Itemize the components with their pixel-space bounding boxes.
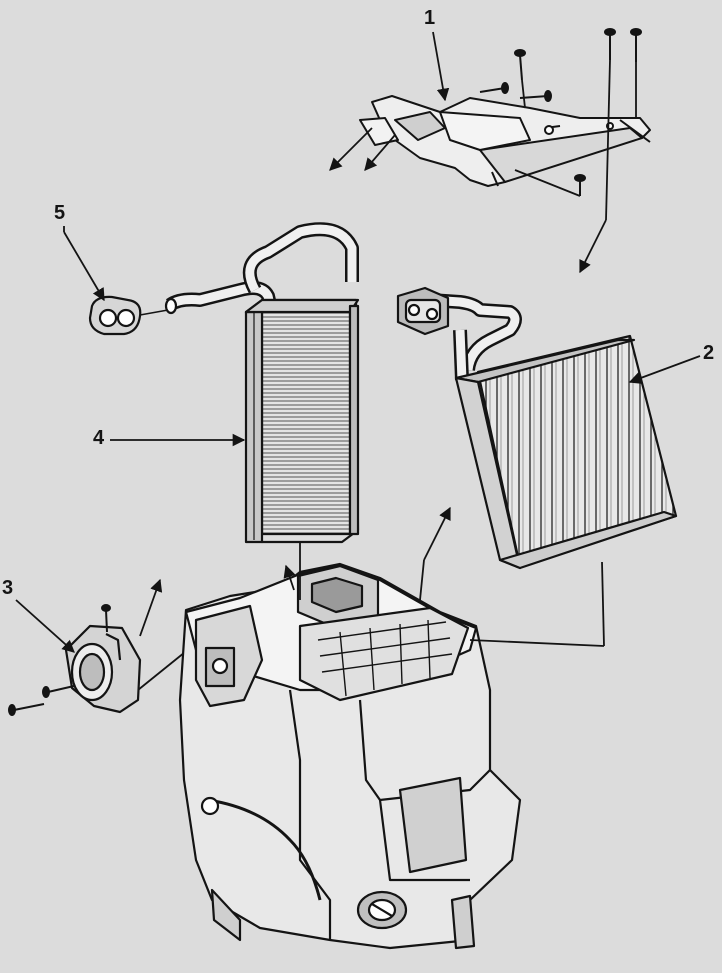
callout-label-1: 1 <box>424 7 436 29</box>
evaporator-core <box>396 286 678 570</box>
bracket-assembly <box>359 95 651 187</box>
callout-label-4: 4 <box>93 427 105 449</box>
housing-guide-lines <box>283 506 605 647</box>
callout-2-leader <box>628 355 701 384</box>
flange-screws <box>8 604 111 716</box>
callout-label-5: 5 <box>54 202 66 224</box>
pipe-grommet <box>88 295 169 336</box>
heater-core <box>164 222 360 544</box>
bracket-guide-lines <box>329 31 637 274</box>
callout-label-2: 2 <box>703 342 715 364</box>
blower-flange <box>64 624 142 714</box>
callout-label-3: 3 <box>2 577 14 599</box>
callout-5-leader <box>63 226 105 302</box>
hvac-housing <box>178 562 522 950</box>
